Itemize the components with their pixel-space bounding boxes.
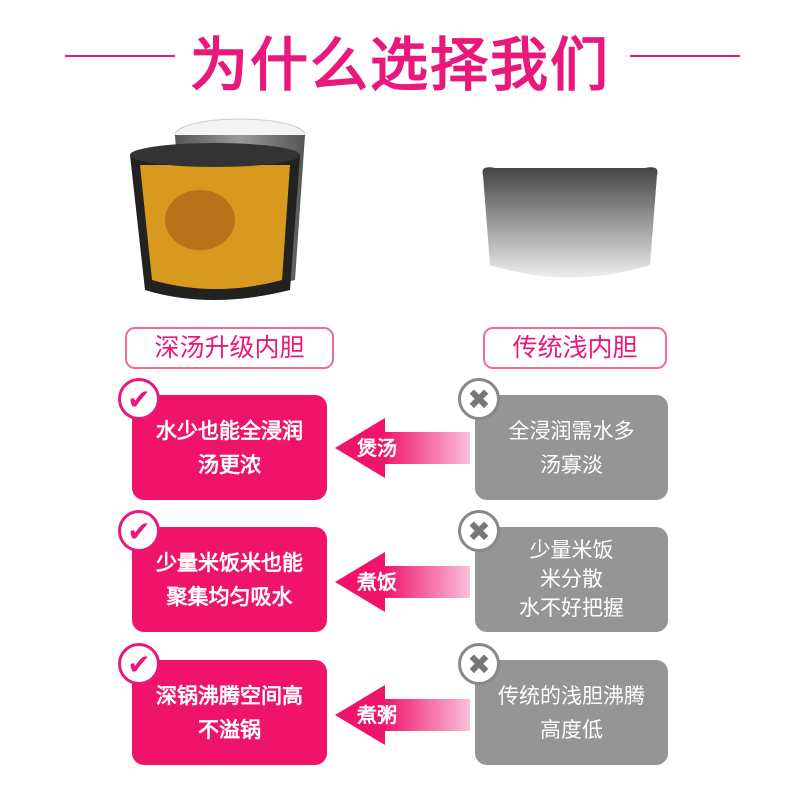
deep-pot-label: 深汤升级内胆 [125, 327, 334, 369]
advantage-text: 聚集均匀吸水 [166, 584, 293, 609]
cross-icon: ✖ [458, 643, 500, 685]
check-icon: ✔ [118, 510, 160, 552]
cross-icon: ✖ [458, 378, 500, 420]
arrow-label: 煮饭 [357, 570, 397, 594]
disadvantage-box: 少量米饭米分散水不好把握 [475, 527, 668, 632]
advantage-text: 汤更浓 [198, 452, 261, 477]
arrow-porridge: 煮粥 [335, 685, 470, 745]
shallow-pot-label: 传统浅内胆 [483, 327, 667, 369]
check-icon: ✔ [118, 643, 160, 685]
title-line-right [630, 55, 740, 57]
arrow-rice: 煮饭 [335, 552, 470, 612]
title-line-left [65, 55, 175, 57]
cross-icon: ✖ [458, 510, 500, 552]
disadvantage-text: 汤寡淡 [540, 452, 603, 477]
arrow-label: 煲汤 [357, 436, 397, 460]
disadvantage-text: 全浸润需水多 [508, 418, 635, 443]
disadvantage-text: 传统的浅胆沸腾 [498, 683, 645, 708]
deep-inner-pot-image [130, 118, 306, 300]
advantage-box: 深锅沸腾空间高不溢锅 [132, 660, 327, 765]
disadvantage-text: 高度低 [540, 717, 603, 742]
advantage-text: 不溢锅 [198, 717, 261, 742]
disadvantage-text: 少量米饭 [529, 538, 614, 562]
shallow-inner-pot-image [482, 167, 658, 278]
disadvantage-box: 传统的浅胆沸腾高度低 [475, 660, 668, 765]
advantage-text: 水少也能全浸润 [156, 418, 303, 443]
disadvantage-text: 米分散 [540, 567, 603, 591]
disadvantage-box: 全浸润需水多汤寡淡 [475, 395, 668, 500]
arrow-label: 煮粥 [357, 703, 397, 727]
arrow-soup: 煲汤 [335, 418, 470, 478]
advantage-box: 水少也能全浸润汤更浓 [132, 395, 327, 500]
page-title: 为什么选择我们 [189, 31, 610, 99]
advantage-box: 少量米饭米也能聚集均匀吸水 [132, 527, 327, 632]
check-icon: ✔ [118, 378, 160, 420]
advantage-text: 少量米饭米也能 [156, 550, 303, 575]
disadvantage-text: 水不好把握 [519, 596, 624, 620]
advantage-text: 深锅沸腾空间高 [156, 683, 303, 708]
